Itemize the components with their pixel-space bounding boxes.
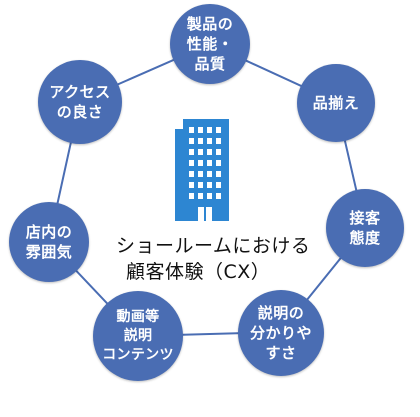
node-video-content: 動画等 説明 コンテンツ	[93, 291, 183, 381]
node-accessibility: アクセス の良さ	[38, 60, 122, 144]
node-label: 品揃え	[312, 94, 360, 112]
node-clarity: 説明の 分かりや すさ	[238, 290, 324, 376]
office-building-icon	[175, 119, 229, 221]
node-product-quality: 製品の 性能・ 品質	[170, 4, 250, 84]
center-label-line1: ショールームにおける	[116, 235, 311, 257]
node-label: 動画等 説明 コンテンツ	[102, 308, 174, 363]
node-label: 接客 態度	[349, 209, 381, 247]
node-label: 説明の 分かりや すさ	[249, 304, 312, 362]
node-assortment: 品揃え	[297, 64, 375, 142]
node-label: アクセス の良さ	[49, 83, 111, 121]
node-store-atmosphere: 店内の 雰囲気	[9, 202, 89, 282]
node-label: 店内の 雰囲気	[25, 223, 73, 261]
center-label: ショールームにおける 顧客体験（CX）	[116, 233, 316, 285]
center-label-line2: 顧客体験（CX）	[126, 261, 271, 283]
node-service-attitude: 接客 態度	[326, 189, 404, 267]
node-label: 製品の 性能・ 品質	[186, 15, 234, 73]
